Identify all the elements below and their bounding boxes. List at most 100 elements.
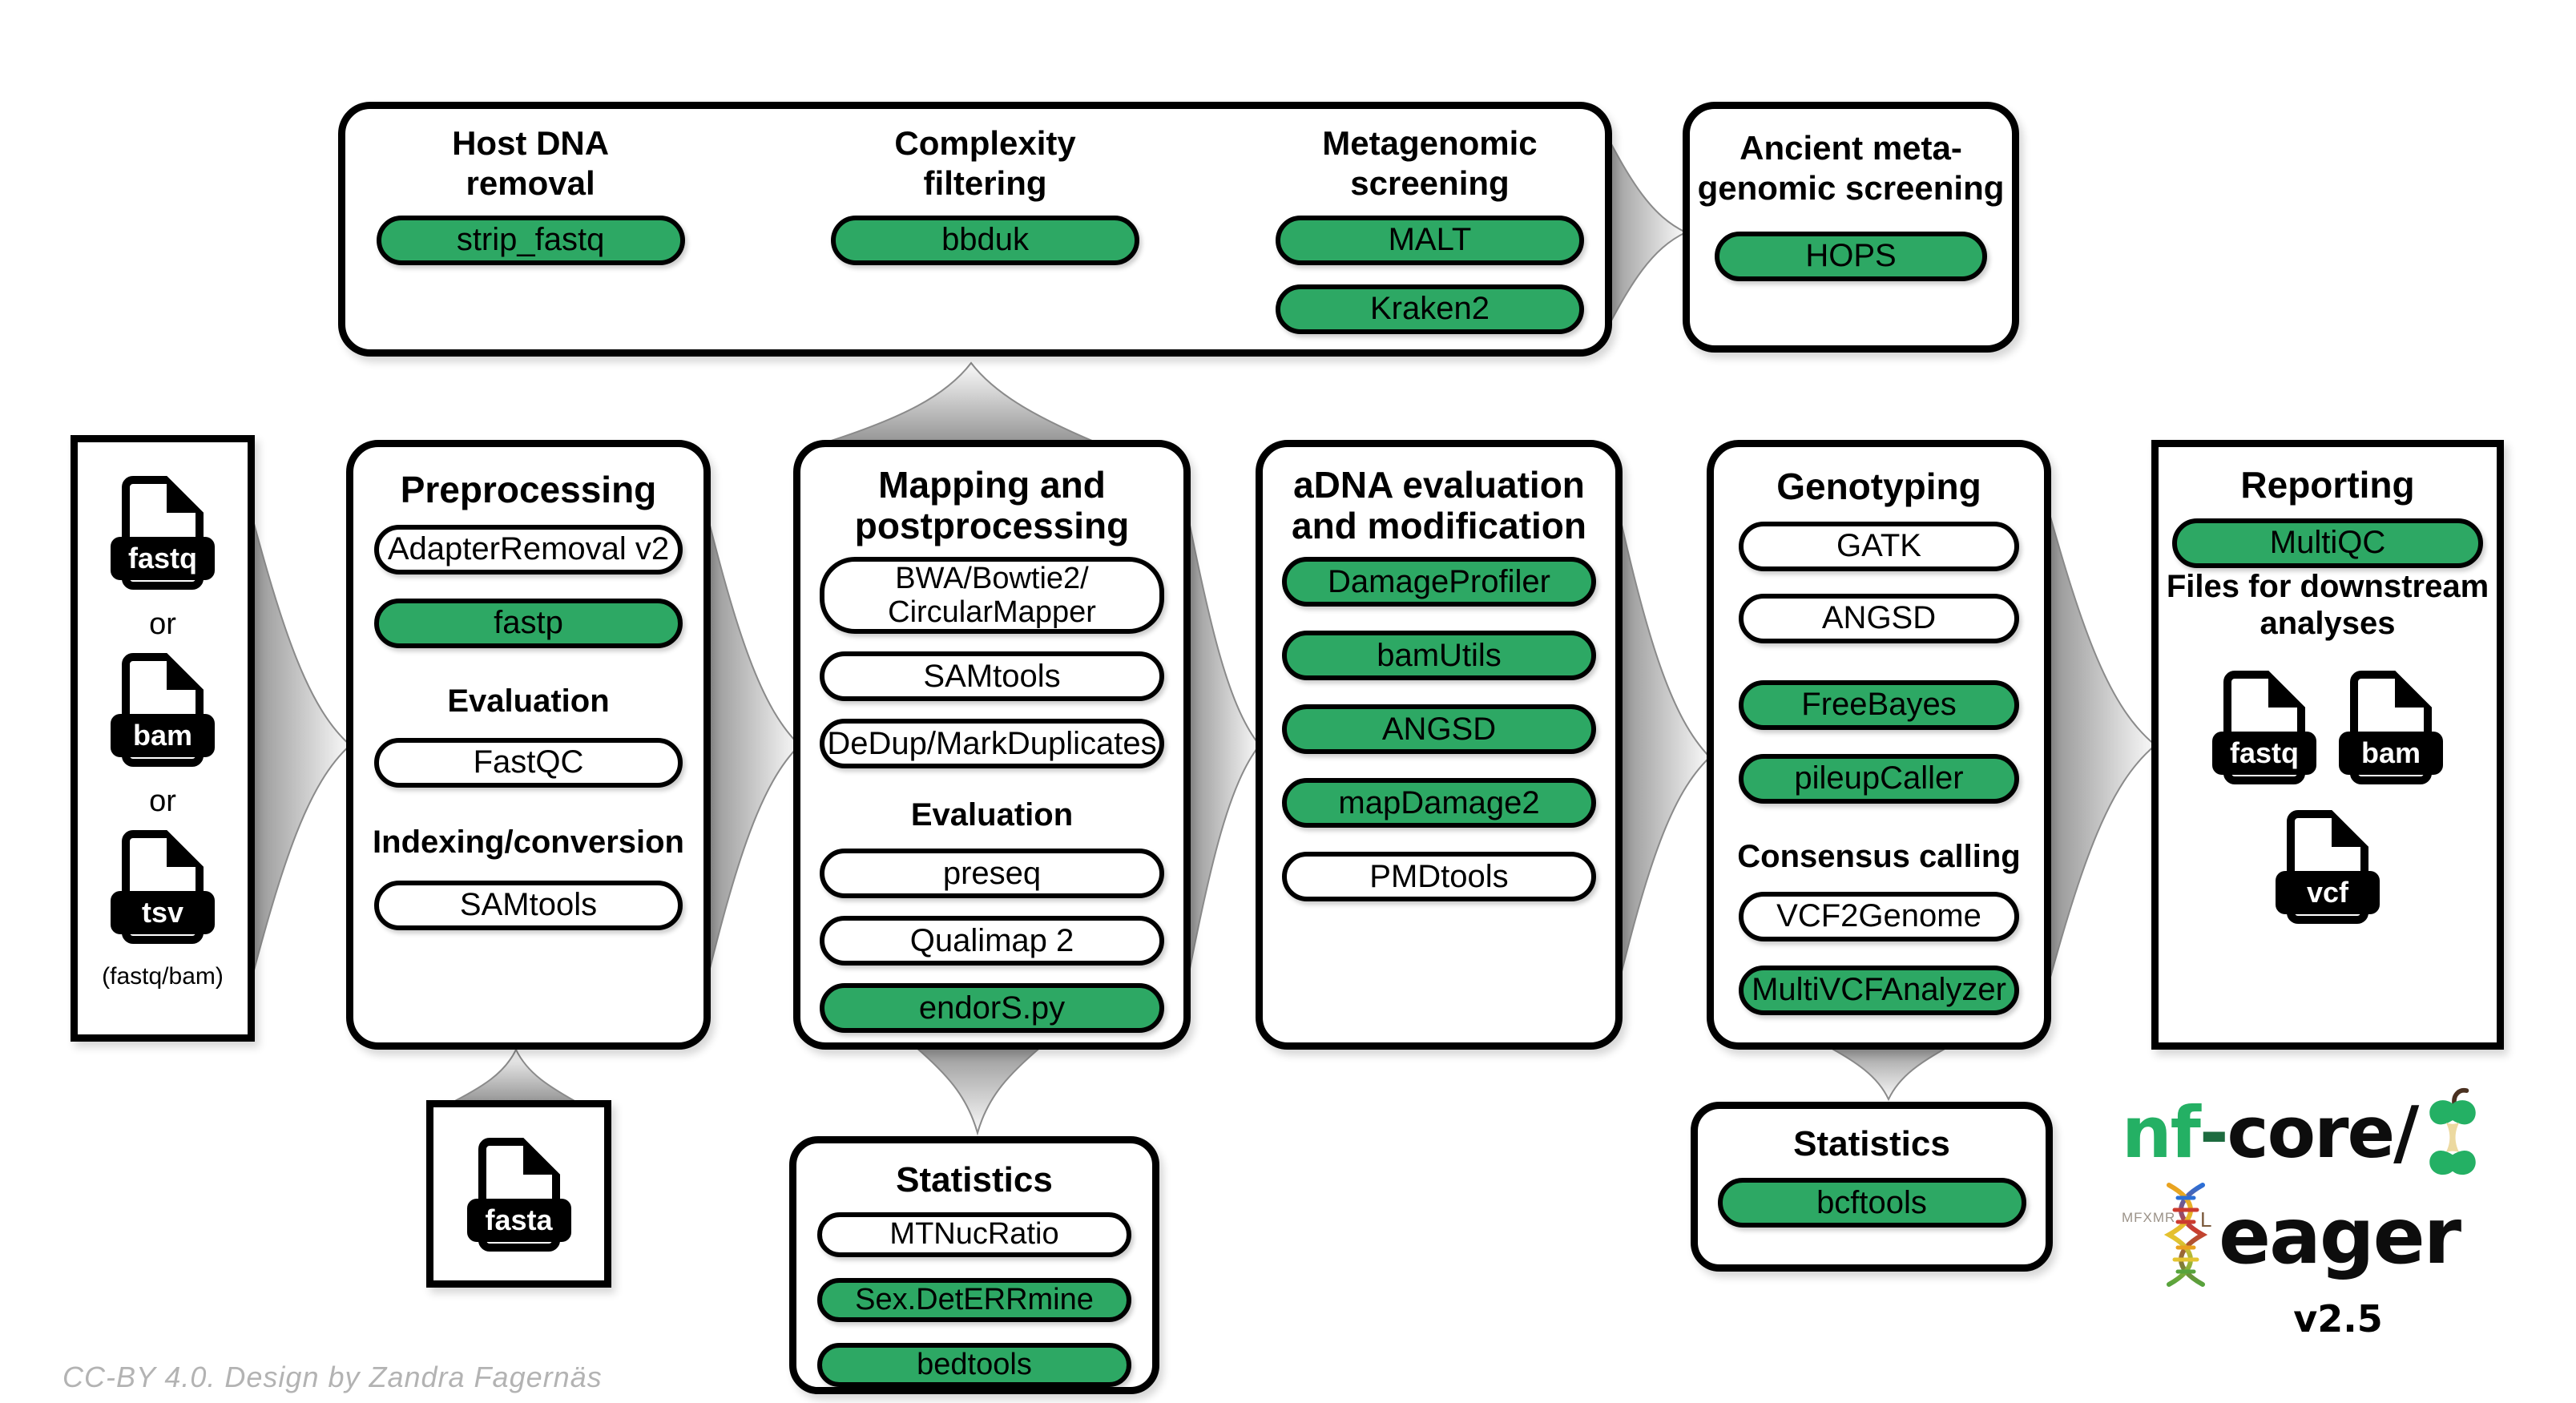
ancient-metagenomic-screening-title: Ancient meta- genomic screening: [1697, 129, 2005, 208]
logo-rune-l: L: [2200, 1207, 2211, 1232]
indexing-conversion-heading: Indexing/conversion: [373, 824, 684, 860]
tool-pill-kraken2: Kraken2: [1275, 284, 1584, 334]
consensus-calling-heading: Consensus calling: [1737, 838, 2021, 874]
fastq-output-icon: fastq: [2212, 670, 2316, 791]
statistics-genotyping-box: Statistics bcftools: [1691, 1102, 2053, 1272]
preprocessing-title: Preprocessing: [400, 469, 657, 510]
complexity-filtering-column: Complexity filtering bbduk: [716, 109, 1255, 349]
file-type-label: fasta: [466, 1199, 571, 1242]
tool-pill-malt: MALT: [1275, 215, 1584, 265]
tool-pill-gatk: GATK: [1739, 521, 2019, 571]
host-dna-removal-title: Host DNA removal: [452, 124, 610, 203]
adna-evaluation-title: aDNA evaluation and modification: [1292, 464, 1586, 546]
arrow-genotyping-to-statistics: [1818, 1041, 1959, 1102]
metagenomic-screening-column: Metagenomic screening MALT Kraken2: [1255, 109, 1605, 349]
tool-pill-mapdamage2: mapDamage2: [1282, 778, 1596, 828]
tsv-file-icon: tsv: [111, 830, 215, 950]
tool-pill-damageprofiler: DamageProfiler: [1282, 557, 1596, 607]
bam-file-icon: bam: [111, 653, 215, 773]
genotyping-title: Genotyping: [1776, 466, 1981, 507]
bam-output-icon: bam: [2339, 670, 2443, 791]
tool-pill-hops: HOPS: [1715, 231, 1987, 281]
file-type-label: bam: [2339, 731, 2443, 775]
arrow-input-to-preprocessing: [246, 496, 352, 998]
tool-pill-qualimap2: Qualimap 2: [820, 916, 1164, 966]
logo-line1: nf-core/: [2122, 1087, 2558, 1179]
logo-hyphen: -: [2199, 1091, 2229, 1174]
reporting-title: Reporting: [2240, 464, 2415, 506]
ancient-metagenomic-screening-box: Ancient meta- genomic screening HOPS: [1683, 102, 2019, 353]
tool-pill-angsd-genotyping: ANGSD: [1739, 593, 2019, 643]
tool-pill-mtnucratio: MTNucRatio: [817, 1212, 1131, 1257]
evaluation-heading: Evaluation: [447, 683, 610, 719]
file-fold-corner: [167, 653, 204, 690]
file-fold-corner: [167, 476, 204, 513]
logo-version: v2.5: [2293, 1297, 2383, 1341]
adna-evaluation-box: aDNA evaluation and modification DamageP…: [1256, 440, 1623, 1050]
mapping-box: Mapping and postprocessing BWA/Bowtie2/ …: [793, 440, 1191, 1050]
tool-pill-bwa-bowtie2-circularmapper: BWA/Bowtie2/ CircularMapper: [820, 557, 1164, 635]
arrow-preprocessing-to-mapping: [702, 496, 801, 998]
statistics-title: Statistics: [1793, 1124, 1950, 1163]
license-credit: CC-BY 4.0. Design by Zandra Fagernäs: [62, 1361, 603, 1393]
or-label: or: [149, 607, 176, 641]
vcf-output-icon: vcf: [2276, 809, 2380, 930]
tool-pill-vcf2genome: VCF2Genome: [1739, 891, 2019, 941]
tool-pill-endors-py: endorS.py: [820, 983, 1164, 1034]
tool-pill-bamutils: bamUtils: [1282, 631, 1596, 681]
file-fold-corner: [2332, 809, 2368, 847]
logo-core: core/: [2227, 1091, 2419, 1174]
nf-core-eager-logo: nf-core/ MFXMR L: [2122, 1087, 2558, 1341]
file-fold-corner: [167, 830, 204, 867]
evaluation-heading: Evaluation: [910, 797, 1074, 833]
statistics-title: Statistics: [896, 1160, 1053, 1199]
fastq-file-icon: fastq: [111, 476, 215, 596]
arrow-adna-to-genotyping: [1615, 496, 1711, 998]
arrow-mapping-to-statistics: [907, 1041, 1050, 1136]
metagenomic-screening-title: Metagenomic screening: [1322, 124, 1538, 203]
arrow-mapping-to-adna: [1183, 496, 1261, 998]
fasta-file-icon: fasta: [466, 1138, 571, 1258]
logo-nf: nf: [2122, 1091, 2201, 1174]
screening-box: Host DNA removal strip_fastq Complexity …: [338, 102, 1612, 357]
file-fold-corner: [2395, 670, 2432, 708]
input-files-box: fastq or bam or tsv (fastq/bam): [71, 435, 255, 1042]
tool-pill-freebayes: FreeBayes: [1739, 679, 2019, 730]
apple-core-icon: [2429, 1087, 2477, 1175]
tool-pill-strip-fastq: strip_fastq: [376, 215, 685, 265]
file-type-label: fastq: [111, 537, 215, 580]
arrow-fasta-to-preprocessing: [445, 1047, 584, 1107]
tool-pill-samtools-mapping: SAMtools: [820, 651, 1164, 702]
tool-pill-preseq: preseq: [820, 849, 1164, 899]
files-downstream-heading: Files for downstream analyses: [2166, 568, 2489, 641]
tool-pill-fastqc: FastQC: [374, 737, 683, 788]
tool-pill-samtools: SAMtools: [374, 880, 683, 930]
file-type-label: bam: [111, 714, 215, 757]
arrow-mapping-to-screening: [810, 361, 1108, 448]
tool-pill-dedup-markduplicates: DeDup/MarkDuplicates: [820, 719, 1164, 769]
logo-line2: MFXMR L eager: [2122, 1180, 2558, 1292]
tool-pill-sexdeterrmine: Sex.DetERRmine: [817, 1277, 1131, 1322]
tool-pill-fastp: fastp: [374, 598, 683, 648]
complexity-filtering-title: Complexity filtering: [894, 124, 1076, 203]
dna-helix-icon: MFXMR L: [2122, 1183, 2211, 1287]
tool-pill-bcftools: bcftools: [1717, 1178, 2026, 1228]
statistics-mapping-box: Statistics MTNucRatio Sex.DetERRmine bed…: [789, 1136, 1159, 1394]
arrow-genotyping-to-reporting: [2044, 496, 2157, 998]
arrow-screening-to-hops: [1600, 123, 1688, 341]
reporting-box: Reporting MultiQC Files for downstream a…: [2151, 440, 2504, 1050]
logo-runes-glyphs: MFXMR: [2122, 1210, 2175, 1225]
mapping-title: Mapping and postprocessing: [854, 464, 1130, 546]
preprocessing-box: Preprocessing AdapterRemoval v2 fastp Ev…: [346, 440, 711, 1050]
tsv-caption: (fastq/bam): [102, 963, 224, 990]
genotyping-box: Genotyping GATK ANGSD FreeBayes pileupCa…: [1707, 440, 2051, 1050]
output-files-row2: vcf: [2276, 809, 2380, 930]
tool-pill-pmdtools: PMDtools: [1282, 852, 1596, 902]
tool-pill-multiqc: MultiQC: [2172, 518, 2483, 568]
host-dna-removal-column: Host DNA removal strip_fastq: [345, 109, 716, 349]
file-type-label: tsv: [111, 891, 215, 934]
tool-pill-adapterremoval: AdapterRemoval v2: [374, 524, 683, 575]
tool-pill-bedtools: bedtools: [817, 1342, 1131, 1387]
